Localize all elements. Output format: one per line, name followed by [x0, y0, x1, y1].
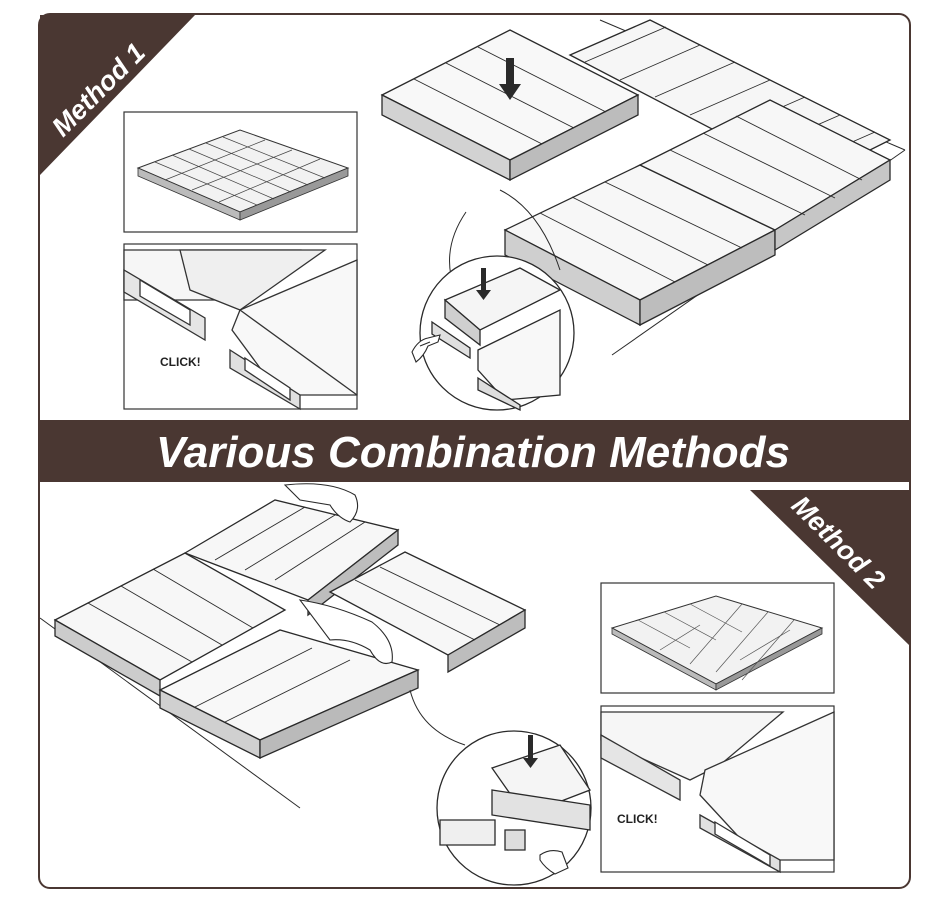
- method1-grid-tiles: [136, 129, 350, 221]
- method2-click-label: CLICK!: [617, 812, 658, 826]
- method2-hand-icon: [539, 849, 569, 875]
- method1-click-label: CLICK!: [160, 355, 201, 369]
- method1-hand-icon: [411, 334, 441, 363]
- method2-overview-panel: [600, 582, 835, 694]
- method2-zoom-circle: [409, 689, 592, 886]
- method1-tile-assembly: [380, 19, 906, 356]
- title-banner: Various Combination Methods: [38, 420, 911, 482]
- method1-zoom-circle: [419, 189, 575, 412]
- banner-title: Various Combination Methods: [156, 428, 790, 477]
- method2-detail-panel: CLICK!: [600, 705, 835, 874]
- method1-detail-panel: CLICK!: [123, 243, 358, 411]
- method2-corner-tab: Method 2: [750, 490, 909, 645]
- method1-overview-panel: [123, 111, 358, 233]
- method2-hands-icon: [283, 483, 393, 665]
- method2-tile-assembly: [39, 483, 527, 809]
